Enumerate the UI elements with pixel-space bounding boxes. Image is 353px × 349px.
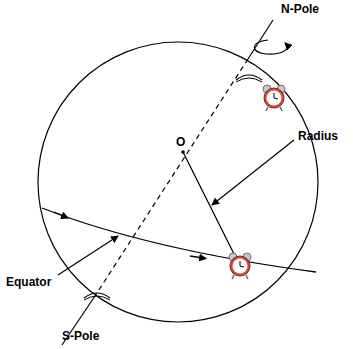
- leader-arrow: [58, 236, 118, 275]
- equator-arrow: [54, 212, 68, 218]
- pole-mark: [84, 296, 110, 300]
- sphere-outline: [38, 42, 318, 322]
- equator-label: Equator: [6, 276, 51, 289]
- radius-line: [183, 152, 236, 258]
- alarm-clock-icon: [263, 85, 285, 111]
- pole-mark: [236, 78, 262, 82]
- leader-arrow: [212, 140, 294, 205]
- axis-dashed: [95, 59, 248, 296]
- pole-label: S-Pole: [62, 330, 99, 343]
- pole-label: N-Pole: [281, 3, 319, 16]
- equator-line: [42, 208, 316, 272]
- radius-label: Radius: [298, 130, 338, 143]
- rotation-arrow: [254, 40, 287, 54]
- equator-arrow: [190, 256, 206, 259]
- alarm-clock-icon: [229, 253, 251, 279]
- center-label: O: [176, 136, 185, 149]
